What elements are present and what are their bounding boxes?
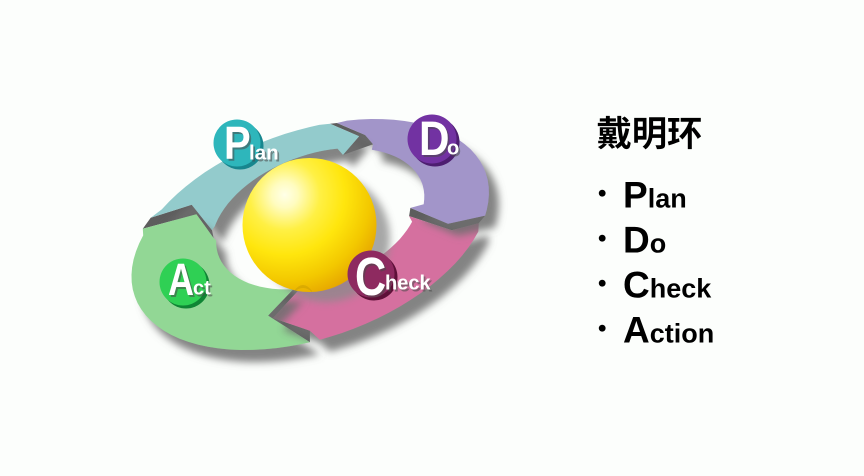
svg-text:P: P [224,118,251,169]
svg-text:lan: lan [249,142,279,165]
svg-text:o: o [447,138,459,160]
svg-text:ct: ct [193,278,211,300]
svg-text:D: D [421,114,452,168]
svg-text:heck: heck [385,273,431,295]
svg-text:lan: lan [251,144,281,167]
svg-text:o: o [449,140,461,162]
svg-text:D: D [419,111,450,165]
svg-text:C: C [355,248,386,308]
svg-text:A: A [168,254,194,305]
svg-text:ct: ct [195,280,213,302]
svg-text:A: A [170,256,196,307]
svg-text:heck: heck [387,275,433,297]
svg-text:P: P [226,121,253,172]
svg-text:C: C [357,250,388,310]
